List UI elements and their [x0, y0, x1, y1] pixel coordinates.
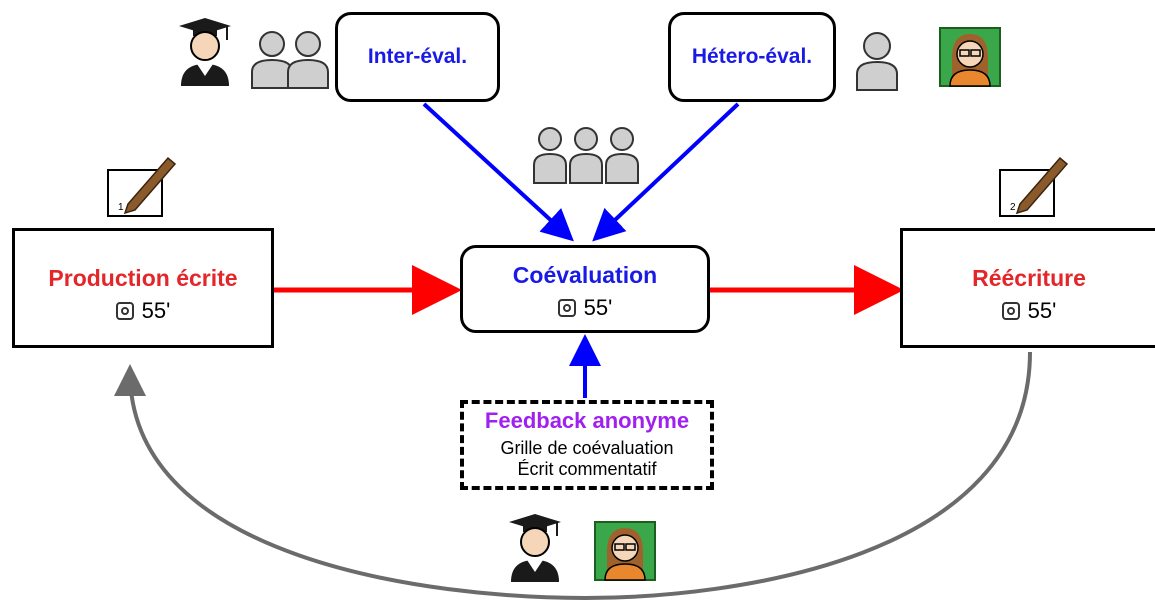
student-icon [509, 514, 561, 582]
student-icon [179, 18, 231, 86]
notepad-pencil-icon: 2 [999, 156, 1069, 217]
svg-text:1: 1 [118, 202, 124, 213]
arrow-hetero-eval-to-coevaluation [592, 102, 740, 242]
reecriture-box: Réécriture 55' [900, 228, 1155, 348]
pair-of-persons-icon [251, 31, 329, 89]
coevaluation-duration: 55' [557, 295, 613, 321]
hetero-eval-label: Hétero-éval. [691, 45, 813, 68]
arrow-reecriture-loop-to-production [114, 351, 1032, 601]
coevaluation-time: 55' [583, 295, 613, 320]
feedback-line-grid: Grille de coévaluation [500, 438, 674, 458]
teacher-icon [939, 27, 1001, 87]
clock-icon [1001, 302, 1020, 320]
production-duration: 55' [115, 298, 171, 324]
feedback-title: Feedback anonyme [484, 408, 690, 433]
reecriture-time: 55' [1027, 298, 1057, 323]
arrow-inter-eval-to-coevaluation [422, 102, 574, 242]
feedback-box: Feedback anonyme Grille de coévaluation … [460, 400, 714, 490]
production-title: Production écrite [48, 265, 238, 291]
teacher-icon [594, 521, 656, 581]
coevaluation-box: Coévaluation 55' [460, 245, 710, 333]
reecriture-duration: 55' [1001, 298, 1057, 324]
clock-icon [557, 299, 576, 317]
coevaluation-title: Coévaluation [512, 262, 658, 288]
inter-eval-box: Inter-éval. [335, 12, 500, 102]
person-icon [856, 32, 898, 91]
production-time: 55' [141, 298, 171, 323]
feedback-line-comment: Écrit commentatif [517, 459, 657, 479]
svg-text:2: 2 [1010, 202, 1016, 213]
hetero-eval-box: Hétero-éval. [668, 12, 836, 102]
production-box: Production écrite 55' [12, 228, 274, 348]
reecriture-title: Réécriture [972, 265, 1086, 291]
clock-icon [115, 302, 134, 320]
inter-eval-label: Inter-éval. [367, 45, 468, 68]
notepad-pencil-icon: 1 [107, 156, 177, 217]
group-of-persons-icon [533, 127, 639, 184]
